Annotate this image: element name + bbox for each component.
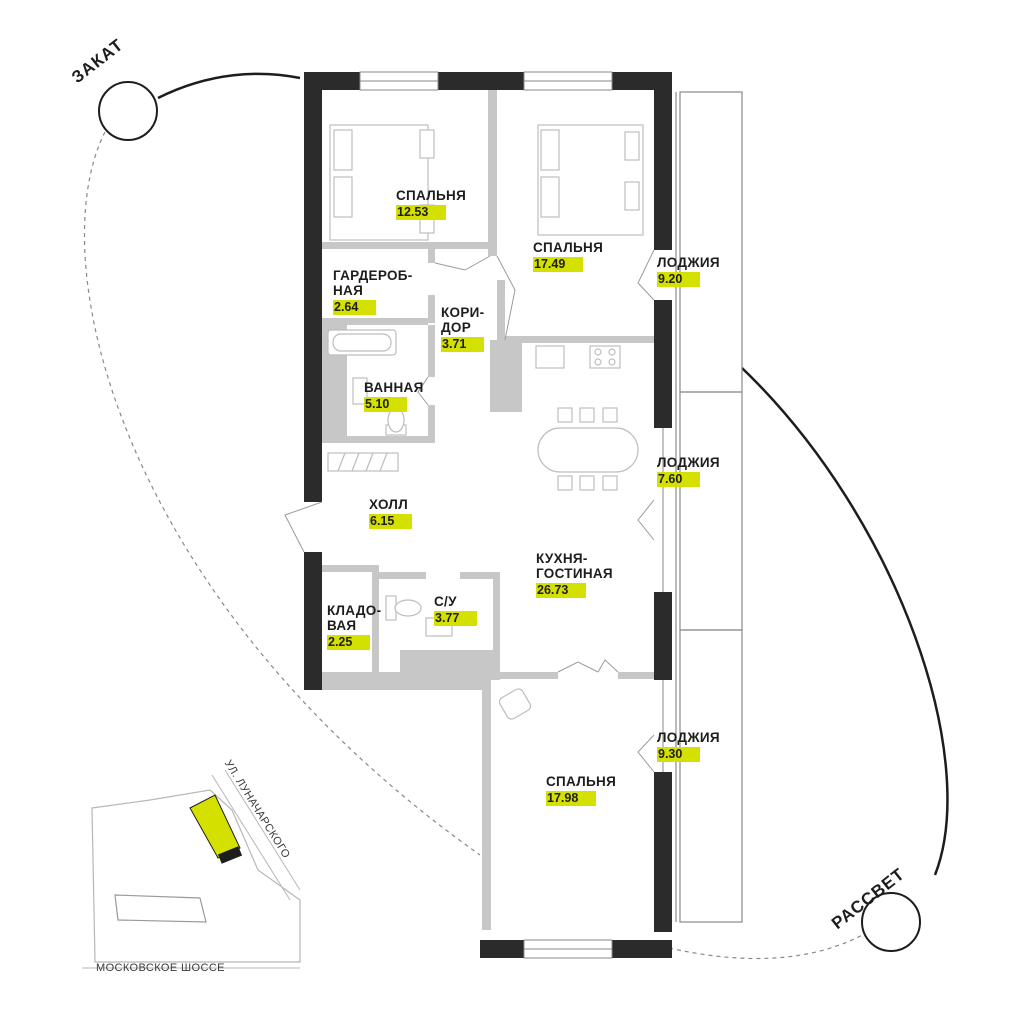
room-name: С/У xyxy=(434,594,457,609)
room-bedroom-2: СПАЛЬНЯ 17.49 xyxy=(533,240,603,273)
room-name: ГАРДЕРОБ- НАЯ xyxy=(333,268,413,298)
room-hall: ХОЛЛ 6.15 xyxy=(369,497,413,530)
door-icon xyxy=(637,734,655,773)
building-highlight xyxy=(189,794,241,859)
sunset-solid-arc xyxy=(157,72,301,100)
sunrise-solid-arc xyxy=(741,367,949,876)
room-name: ХОЛЛ xyxy=(369,497,408,512)
loggia-frame-2 xyxy=(679,391,743,631)
building-marker xyxy=(217,846,243,864)
room-name: ВАННАЯ xyxy=(364,380,424,395)
room-area: 7.60 xyxy=(657,472,701,487)
room-name: КОРИ- ДОР xyxy=(441,305,485,335)
street-label-moskovskoe: МОСКОВСКОЕ ШОССЕ xyxy=(96,962,225,974)
bed-icon xyxy=(329,124,435,241)
room-name: ЛОДЖИЯ xyxy=(657,255,720,270)
room-area: 3.77 xyxy=(434,611,478,626)
door-icon xyxy=(284,501,323,553)
sun-icon xyxy=(98,81,158,141)
room-wardrobe: ГАРДЕРОБ- НАЯ 2.64 xyxy=(333,268,413,316)
site-map xyxy=(82,769,301,969)
sunrise-dashed-arc xyxy=(659,931,869,960)
dining-table-icon xyxy=(537,407,639,491)
room-area: 2.25 xyxy=(327,635,371,650)
room-kitchen-living: КУХНЯ- ГОСТИНАЯ 26.73 xyxy=(536,551,613,599)
street-line xyxy=(224,769,301,891)
room-name: СПАЛЬНЯ xyxy=(396,188,467,203)
room-area: 9.30 xyxy=(657,747,701,762)
room-area: 17.98 xyxy=(546,791,597,806)
room-name: ЛОДЖИЯ xyxy=(657,455,720,470)
room-loggia-2: ЛОДЖИЯ 7.60 xyxy=(657,455,720,488)
loggia-frame-3 xyxy=(679,629,743,923)
building-outline xyxy=(114,894,207,923)
sink-icon xyxy=(352,345,565,405)
room-wc: С/У 3.77 xyxy=(434,594,478,627)
room-area: 3.71 xyxy=(441,337,485,352)
door-icon xyxy=(637,499,655,541)
stove-icon xyxy=(589,345,621,369)
furniture xyxy=(327,124,644,720)
room-loggia-3: ЛОДЖИЯ 9.30 xyxy=(657,730,720,763)
room-name: СПАЛЬНЯ xyxy=(546,774,617,789)
loggia-frame-1 xyxy=(679,91,743,393)
room-corridor: КОРИ- ДОР 3.71 xyxy=(441,305,485,353)
sunset-dashed-arc xyxy=(83,131,481,856)
room-area: 26.73 xyxy=(536,583,587,598)
door-icon xyxy=(637,249,655,301)
windows xyxy=(359,71,664,959)
doors xyxy=(284,249,655,773)
bathtub-icon xyxy=(327,329,397,356)
sun-icon xyxy=(861,892,921,952)
room-bedroom-3: СПАЛЬНЯ 17.98 xyxy=(546,774,616,807)
room-bedroom-1: СПАЛЬНЯ 12.53 xyxy=(396,188,466,221)
armchair-icon xyxy=(498,688,532,720)
room-area: 5.10 xyxy=(364,397,408,412)
door-icon xyxy=(417,376,429,406)
room-area: 9.20 xyxy=(657,272,701,287)
wardrobe-rail-icon xyxy=(327,452,399,472)
room-name: КУХНЯ- ГОСТИНАЯ xyxy=(536,551,613,581)
door-icon xyxy=(557,661,599,673)
room-area: 2.64 xyxy=(333,300,377,315)
room-name: СПАЛЬНЯ xyxy=(533,240,604,255)
door-icon xyxy=(434,255,491,271)
street-line xyxy=(211,774,291,901)
room-bathroom: ВАННАЯ 5.10 xyxy=(364,380,424,413)
site-outline xyxy=(91,789,301,963)
sun-path xyxy=(83,72,949,960)
room-name: ЛОДЖИЯ xyxy=(657,730,720,745)
exterior-walls xyxy=(304,72,672,958)
room-name: КЛАДО- ВАЯ xyxy=(327,603,382,633)
door-icon xyxy=(496,255,516,341)
room-loggia-1: ЛОДЖИЯ 9.20 xyxy=(657,255,720,288)
loggias xyxy=(675,91,743,923)
room-storage: КЛАДО- ВАЯ 2.25 xyxy=(327,603,381,651)
door-icon xyxy=(597,659,619,673)
room-area: 6.15 xyxy=(369,514,413,529)
room-area: 12.53 xyxy=(396,205,447,220)
bed-icon xyxy=(537,124,644,236)
room-area: 17.49 xyxy=(533,257,584,272)
toilet-icon xyxy=(385,407,453,637)
